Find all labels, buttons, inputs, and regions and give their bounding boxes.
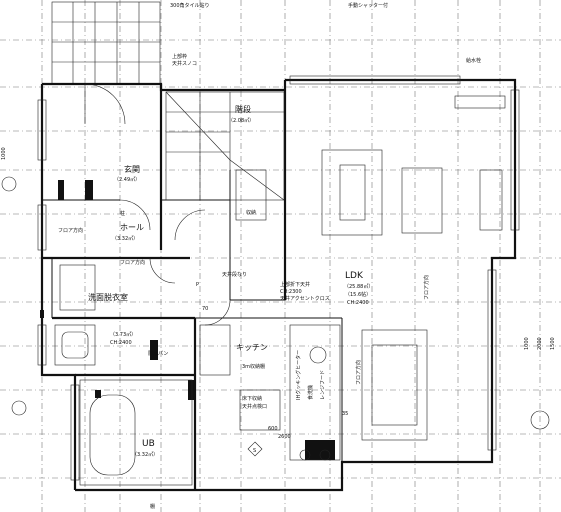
- stairs-name: 階段: [235, 104, 251, 114]
- hall-area: （3.32㎡）: [112, 235, 138, 242]
- flooring-dir-hall: フロア方向: [58, 227, 83, 234]
- post-label: 柱: [120, 210, 125, 217]
- dim-600: 600: [268, 426, 278, 432]
- compass-mark: [247, 441, 263, 457]
- stair-ceiling-note: 天井段なり: [222, 271, 247, 278]
- down-ceiling-1: 上部折下天井: [280, 281, 310, 288]
- ub-area: （3.32㎡）: [132, 451, 158, 458]
- entrance-name: 玄関: [124, 164, 140, 174]
- storage-item: 収納: [246, 209, 256, 216]
- walls: [40, 78, 517, 492]
- stairs-area: （2.08㎡）: [228, 117, 254, 124]
- floor-storage: 床下収納: [242, 395, 262, 402]
- ldk-furniture: [321, 95, 506, 441]
- top-note-tile: 300角タイル貼り: [170, 2, 210, 9]
- windows: [37, 75, 520, 481]
- hood-note: レンジフード: [320, 370, 326, 400]
- grid-bubbles: [1, 176, 550, 430]
- flooring-dir-kitchen: フロア方向: [355, 360, 362, 385]
- stairs-drawing: [165, 91, 285, 241]
- right-dim-3: 1500: [550, 337, 556, 350]
- tenjo-point: 天井点検口: [242, 403, 267, 410]
- entrance-area: （2.49㎡）: [114, 176, 140, 183]
- ldk-name: LDK: [345, 271, 364, 281]
- kitchen-name: キッチン: [236, 343, 268, 352]
- washroom-name: 洗面脱衣室: [88, 292, 128, 302]
- dim-70: 70: [202, 306, 208, 312]
- south-s: S: [253, 448, 256, 454]
- storage-note: 3m収納棚: [242, 363, 265, 370]
- flooring-dir-ldk: フロア方向: [423, 275, 430, 300]
- dim-35: 35: [342, 411, 348, 417]
- upper-frame-label: 上部枠: [172, 53, 187, 60]
- left-dim-1: 1000: [1, 147, 7, 160]
- ldk-area: （25.88㎡）: [344, 283, 373, 290]
- hatch-blocks: [40, 180, 335, 460]
- south-p: P: [196, 282, 199, 288]
- shelf-label: 棚: [150, 503, 155, 510]
- ldk-ch: CH:2400: [347, 300, 369, 306]
- waterproof-pan: 防水パン: [148, 350, 168, 357]
- ub-name: UB: [142, 439, 155, 449]
- porch-tile-grid: [51, 1, 161, 85]
- ldk-tatami: （15.6帖）: [345, 291, 371, 298]
- water-heater-label: 給水栓: [466, 57, 481, 64]
- hall-name: ホール: [120, 223, 144, 232]
- down-ceiling-2: CH:2300: [280, 289, 302, 295]
- ih-note: IHクッキングヒーター: [295, 350, 302, 400]
- kitchen-counter: [199, 324, 341, 461]
- right-dim-2: 2000: [537, 337, 543, 350]
- dishwasher-note: 食洗機: [307, 385, 314, 400]
- washroom-ch: CH:2400: [110, 340, 132, 346]
- bathtub: [54, 264, 193, 486]
- dim-2600: 2600: [278, 434, 291, 440]
- door-swings: [84, 83, 231, 326]
- down-ceiling-3: 天井アクセントクロス: [280, 295, 330, 302]
- flooring-dir-wash: フロア方向: [120, 259, 145, 266]
- washroom-area: （3.73㎡）: [110, 331, 136, 338]
- right-dim-1: 1000: [524, 337, 530, 350]
- suno-label: 天井スノコ: [172, 60, 197, 67]
- top-note-shutter: 手動シャッター付: [348, 2, 388, 9]
